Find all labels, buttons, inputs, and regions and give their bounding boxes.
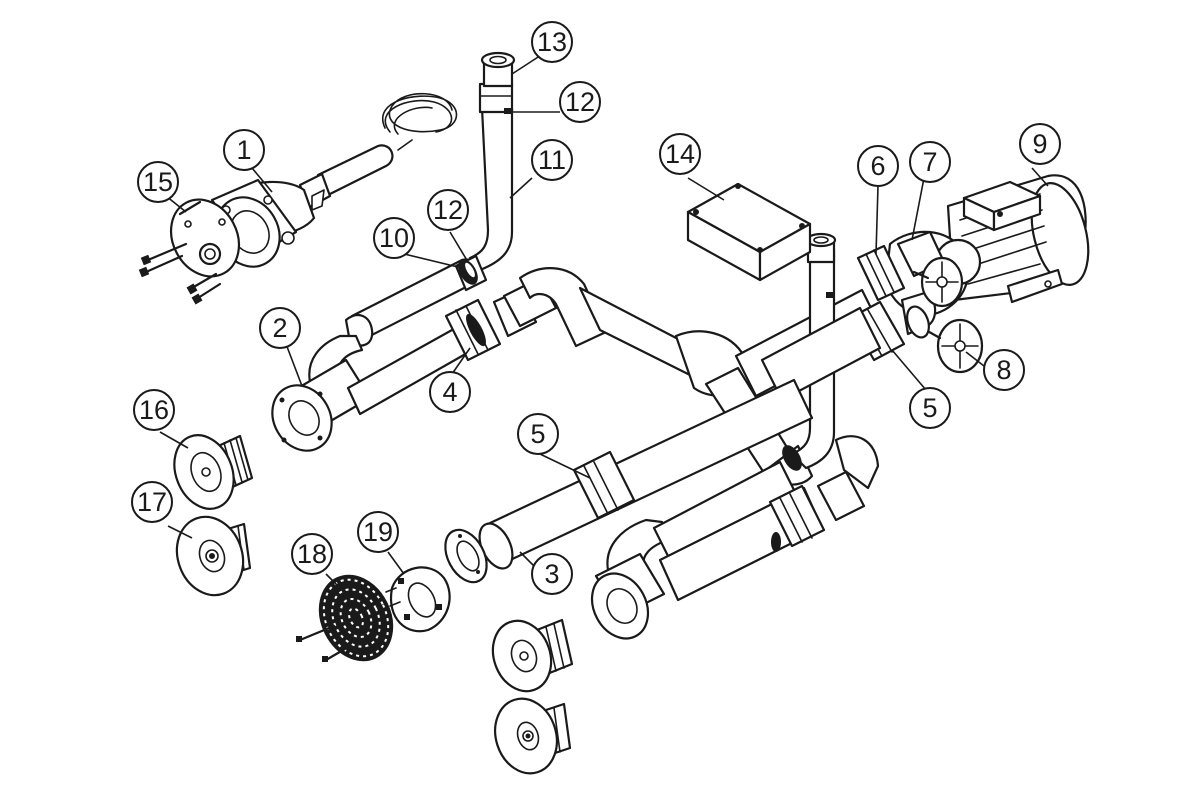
callout-13: 13 [531,21,573,63]
callout-2: 2 [259,307,301,349]
callout-3: 3 [531,553,573,595]
part-fitting-16 [173,434,254,510]
svg-text:10: 10 [379,223,409,253]
svg-text:13: 13 [537,27,567,57]
part-bottom-nozzle-lower [494,697,572,775]
svg-text:17: 17 [137,487,167,517]
svg-text:2: 2 [272,313,287,343]
part-cover-plate [138,198,241,305]
part-lower-pipe-union [478,378,814,570]
part-inlet-pipe-10 [344,254,488,347]
svg-text:9: 9 [1032,129,1047,159]
svg-text:5: 5 [530,419,545,449]
svg-text:7: 7 [922,147,937,177]
callout-10: 10 [373,217,415,259]
svg-text:12: 12 [565,87,595,117]
callout-14: 14 [659,133,701,175]
part-junction-box [686,182,812,282]
svg-text:1: 1 [236,135,251,165]
callout-9: 9 [1019,123,1061,165]
callout-17: 17 [131,481,173,523]
svg-text:11: 11 [538,145,566,175]
part-heater-with-cable [210,92,458,268]
part-bottom-nozzle-upper [491,618,574,693]
part-flange-nozzle-2 [271,334,372,452]
svg-text:12: 12 [433,195,463,225]
part-bracket-19 [385,566,451,633]
part-flange-ring-3 [444,528,488,584]
svg-text:18: 18 [297,539,327,569]
part-lower-right-jet-assembly [590,435,880,640]
callout-4: 4 [429,371,471,413]
callout-1: 1 [223,129,265,171]
callout-19: 19 [357,511,399,553]
svg-text:19: 19 [363,517,393,547]
callout-7: 7 [909,141,951,183]
svg-text:8: 8 [996,355,1011,385]
svg-text:15: 15 [143,167,173,197]
callout-16: 16 [133,389,175,431]
svg-text:16: 16 [139,395,169,425]
callout-5a: 5 [517,413,559,455]
svg-text:3: 3 [544,559,559,589]
part-fitting-17 [175,515,252,597]
callout-5b: 5 [909,387,951,429]
svg-text:14: 14 [665,139,695,169]
part-vertical-pipe-left [468,51,516,272]
callout-6: 6 [857,145,899,187]
callout-12a: 12 [559,81,601,123]
leader-lines [159,47,1049,591]
callout-12b: 12 [427,189,469,231]
callout-8: 8 [983,349,1025,391]
part-union-4 [346,276,558,416]
part-valve-handwheel [906,256,984,374]
svg-text:4: 4 [442,377,457,407]
callout-18: 18 [291,533,333,575]
part-grate-18 [296,574,394,662]
svg-text:6: 6 [870,151,885,181]
svg-text:5: 5 [922,393,937,423]
callout-15: 15 [137,161,179,203]
callout-11: 11 [531,139,573,181]
